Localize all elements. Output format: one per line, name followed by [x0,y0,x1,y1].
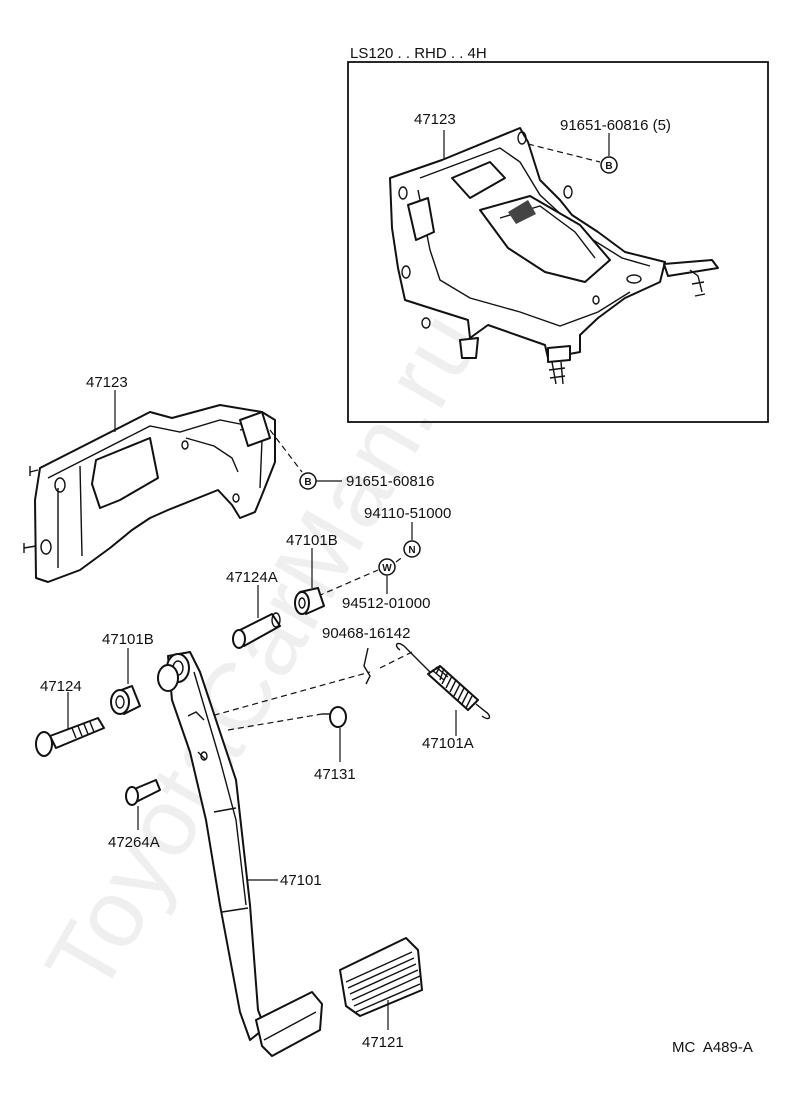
pin-part [322,706,347,728]
pin-axis-dashline [317,555,405,597]
collar-label: 47124A [226,569,278,586]
nut-symbol: N [403,540,421,558]
spring-label: 47101A [422,735,474,752]
inset-panel: LS120 . . RHD . . 4H 47123 [347,45,769,423]
inset-bolt-dashline [527,143,601,163]
inset-title: LS120 . . RHD . . 4H [350,45,487,62]
pedal-pad-label: 47121 [362,1034,404,1051]
diagram-code: MC A489-A [672,1039,753,1056]
bracket-bolt-symbol-letter: B [304,477,311,488]
pin-clip-label: 94110-51000 [364,505,451,522]
spring-axis-dashline [203,651,413,719]
inset-bolt-symbol-letter: B [605,161,612,172]
pedal-lever-label: 47101 [280,872,322,889]
pin-dashline [227,713,323,731]
nut-symbol-letter: N [408,545,415,556]
inset-frame [347,61,769,423]
bracket-label: 47123 [86,374,128,391]
bushing-lower-label: 47101B [102,631,154,648]
inset-bolt-symbol: B [600,156,618,174]
pedal-lever-part [157,651,323,1057]
washer-symbol: W [378,558,396,576]
inset-bolt-label: 91651-60816 (5) [560,117,671,134]
collar-part [232,612,281,649]
bracket-bolt-label: 91651-60816 [346,473,434,490]
shaft-bolt-part [35,717,105,757]
washer-symbol-letter: W [382,563,392,574]
bushing-lower-part [110,685,141,715]
inset-bracket-part [389,127,719,385]
spring-part [395,642,491,720]
clip-part [363,647,371,685]
stopper-bolt-part [125,779,161,806]
bracket-bolt-symbol: B [299,472,317,490]
bracket-part [23,404,276,583]
clip-label: 90468-16142 [322,625,410,642]
inset-bracket-label: 47123 [414,111,456,128]
pedal-pad-part [339,937,423,1017]
bushing-upper-part [294,587,325,615]
bushing-upper-label: 47101B [286,532,338,549]
pin-label: 47131 [314,766,356,783]
washer-label: 94512-01000 [342,595,430,612]
bracket-bolt-dashline [269,429,303,473]
shaft-bolt-label: 47124 [40,678,82,695]
watermark: ToyotaCarMan.ru [26,293,502,1010]
stopper-bolt-label: 47264A [108,834,160,851]
